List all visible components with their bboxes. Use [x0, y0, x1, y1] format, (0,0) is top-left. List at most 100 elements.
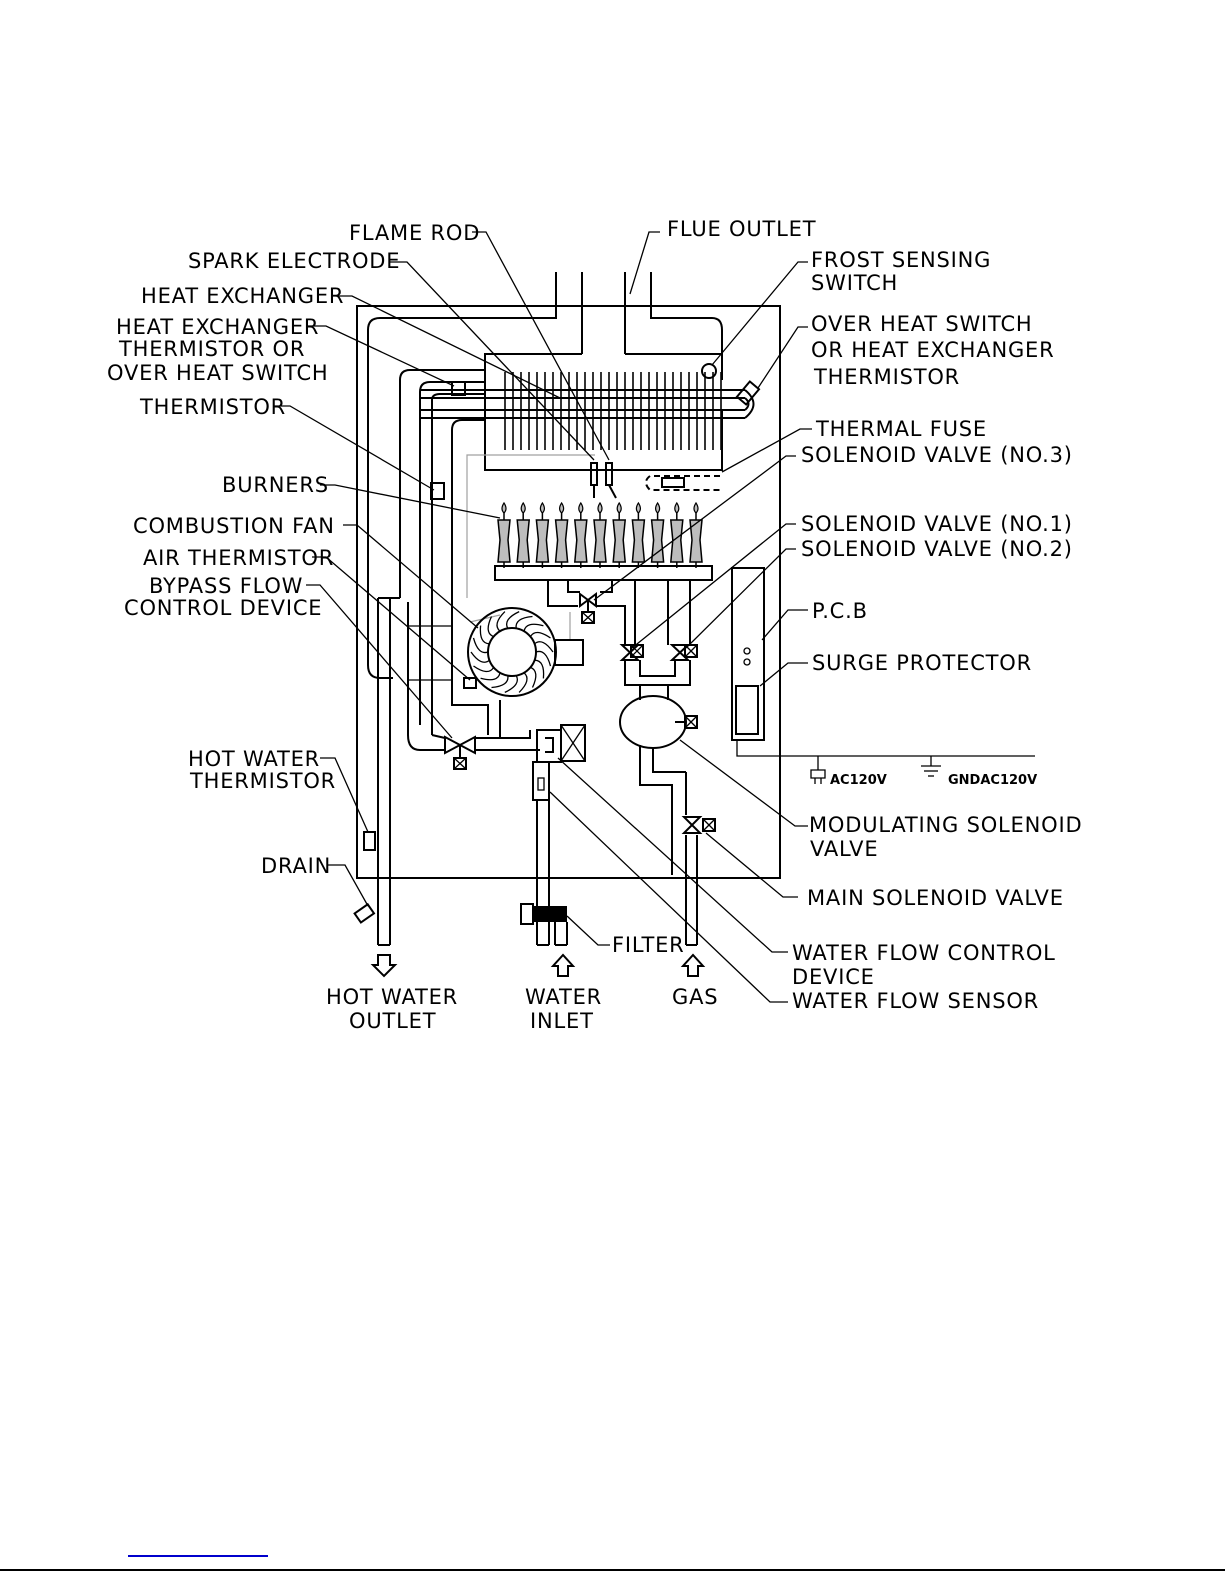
bypass-valve — [444, 735, 476, 770]
flame-rod-body — [605, 462, 613, 486]
thermistors — [430, 363, 761, 689]
burner — [516, 501, 531, 568]
label-water-inlet-2: INLET — [530, 1009, 594, 1033]
label-bypass-2: CONTROL DEVICE — [124, 596, 322, 620]
burner — [612, 501, 627, 568]
spark-electrode-body — [590, 462, 598, 486]
drain-plug — [353, 902, 376, 924]
solenoid-valve-no2 — [669, 644, 698, 661]
pcb — [731, 567, 1035, 784]
fan-blade — [515, 615, 533, 629]
label-thermal-fuse: THERMAL FUSE — [815, 417, 987, 441]
label-overheat-1: OVER HEAT SWITCH — [811, 312, 1033, 336]
water-pipes-left — [399, 369, 540, 751]
label-flue-outlet: FLUE OUTLET — [667, 217, 816, 241]
label-water-inlet-1: WATER — [525, 985, 602, 1009]
label-solenoid-no2: SOLENOID VALVE (NO.2) — [801, 537, 1073, 561]
gas-manifold — [494, 565, 713, 666]
label-filter: FILTER — [612, 933, 685, 957]
footer-rule — [0, 1569, 1225, 1571]
modulating-solenoid-valve — [619, 660, 698, 749]
burner — [689, 501, 703, 568]
air-thermistor-body — [463, 677, 477, 689]
label-gas: GAS — [672, 985, 718, 1009]
labels: FLAME ROD FLUE OUTLET SPARK ELECTRODE FR… — [107, 217, 1082, 1033]
thermistor-body — [430, 482, 445, 500]
label-gndac120v: GNDAC120V — [948, 773, 1037, 788]
label-flame-rod: FLAME ROD — [349, 221, 480, 245]
hot-water-outlet-pipe — [353, 597, 400, 946]
burner — [535, 501, 550, 568]
electrodes — [590, 462, 617, 499]
label-surge-protector: SURGE PROTECTOR — [812, 651, 1032, 675]
hot-water-thermistor-body — [363, 831, 376, 851]
burner — [650, 501, 665, 568]
gas-pipe — [639, 745, 716, 946]
fan-blade — [534, 659, 545, 679]
label-air-thermistor: AIR THERMISTOR — [143, 546, 334, 570]
label-wfcd-1: WATER FLOW CONTROL — [792, 941, 1056, 965]
air-duct — [367, 306, 723, 679]
label-spark-electrode: SPARK ELECTRODE — [188, 249, 400, 273]
fan-blade — [473, 665, 495, 673]
solenoid-valve-no3 — [579, 592, 597, 624]
label-bypass-1: BYPASS FLOW — [149, 574, 303, 598]
footer-link-underline[interactable] — [128, 1555, 268, 1557]
flue-outlet-pipe — [555, 272, 652, 354]
fan-blade — [530, 666, 537, 688]
fan-blade — [505, 611, 520, 629]
fan-blade — [472, 637, 489, 654]
overheat-switch-body — [735, 380, 761, 406]
solenoid-valve-no1 — [619, 644, 644, 661]
label-pcb: P.C.B — [812, 599, 868, 623]
water-inlet-arrow-up — [550, 953, 576, 977]
fan-blade — [523, 623, 544, 632]
label-solenoid-no3: SOLENOID VALVE (NO.3) — [801, 443, 1073, 467]
fan-blade — [487, 616, 494, 638]
burner — [593, 501, 607, 568]
label-hot-water-outlet-1: HOT WATER — [326, 985, 458, 1009]
label-overheat-2: OR HEAT EXCHANGER — [811, 338, 1054, 362]
fan-blade — [534, 641, 554, 653]
hot-water-arrow-down — [370, 954, 398, 978]
water-flow-control-device — [536, 724, 586, 763]
water-inlet-pipe — [520, 800, 568, 946]
thermal-fuse — [645, 475, 720, 491]
fan-blade — [496, 611, 506, 632]
label-drain: DRAIN — [261, 854, 331, 878]
label-main-solenoid: MAIN SOLENOID VALVE — [807, 886, 1064, 910]
label-wfcd-2: DEVICE — [792, 965, 875, 989]
surge-protector-body — [735, 685, 759, 735]
burner — [573, 501, 588, 568]
label-combustion-fan: COMBUSTION FAN — [133, 514, 335, 538]
label-modulating-1: MODULATING SOLENOID — [809, 813, 1082, 837]
label-burners: BURNERS — [222, 473, 329, 497]
fan-blade — [529, 631, 551, 639]
label-hx-thermistor-1: HEAT EXCHANGER — [116, 315, 319, 339]
burner — [631, 501, 646, 568]
water-flow-sensor — [532, 761, 550, 801]
burner — [669, 501, 684, 568]
flow-arrows — [370, 953, 706, 978]
fan-blade — [491, 675, 509, 689]
casing — [356, 305, 781, 879]
frost-sensing-switch-body — [701, 363, 717, 379]
filter-body — [533, 906, 567, 922]
burners — [497, 501, 703, 568]
label-hot-water-thermistor-2: THERMISTOR — [189, 769, 336, 793]
label-hx-thermistor-3: OVER HEAT SWITCH — [107, 361, 329, 385]
fan-blade — [479, 625, 490, 645]
burner — [554, 501, 569, 568]
fan-blade — [535, 650, 552, 667]
label-hot-water-thermistor-1: HOT WATER — [188, 747, 320, 771]
label-ac120v: AC120V — [830, 773, 887, 788]
gas-arrow-up — [680, 953, 706, 977]
label-overheat-3: THERMISTOR — [813, 365, 960, 389]
fan-blade — [480, 672, 501, 681]
fan-blade — [504, 675, 519, 693]
fan-blade — [470, 651, 490, 663]
label-hot-water-outlet-2: OUTLET — [349, 1009, 436, 1033]
burner — [497, 501, 511, 568]
label-heat-exchanger: HEAT EXCHANGER — [141, 284, 344, 308]
combustion-fan — [467, 607, 557, 697]
